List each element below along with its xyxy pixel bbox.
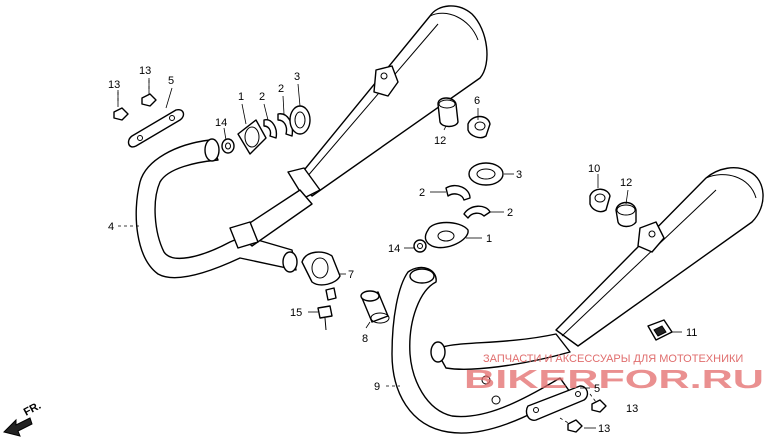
label-12-b: 12: [620, 177, 632, 189]
label-1-mid: 1: [486, 233, 492, 245]
lower-muffler-assembly: [391, 167, 764, 434]
collar-2-mid-a: [445, 184, 471, 201]
bracket-5-top: [127, 108, 185, 148]
collar-2-top-a: [263, 119, 278, 139]
upper-small-parts: [113, 80, 491, 331]
label-13-b: 13: [139, 65, 151, 77]
bolt-13-a: [113, 92, 129, 121]
part-labels: 13 13 5 1 2 2 3 14 4 7 15 8 12 6 3 2 2 1…: [108, 65, 697, 435]
label-2-top-b: 2: [278, 83, 284, 95]
label-1-top: 1: [238, 91, 244, 103]
label-2-mid-a: 2: [419, 187, 425, 199]
watermark-logo: BIKERFOR.RU: [464, 364, 764, 394]
collar-10: [589, 188, 611, 213]
middle-small-parts: [413, 162, 673, 341]
label-13-c: 13: [626, 403, 638, 415]
bolt-15: [317, 305, 333, 331]
lower-muffler-body: [555, 167, 764, 347]
upper-muffler-body: [295, 5, 488, 197]
watermark: ЗАПЧАСТИ И АКСЕССУАРЫ ДЛЯ МОТОТЕХНИКИ BI…: [464, 353, 764, 394]
flange-1-top: [237, 119, 267, 155]
label-14-mid: 14: [388, 243, 400, 255]
label-15: 15: [290, 307, 302, 319]
label-5-bot: 5: [594, 383, 600, 395]
label-13-d: 13: [598, 423, 610, 435]
label-6: 6: [474, 95, 480, 107]
label-3-mid: 3: [516, 169, 522, 181]
label-7: 7: [348, 269, 354, 281]
bolt-13-d: [559, 417, 583, 433]
gasket-3-mid: [468, 162, 504, 186]
front-arrow-icon: [3, 417, 33, 437]
label-13-a: 13: [108, 79, 120, 91]
bolt-13-c: [589, 393, 607, 413]
upper-muffler-assembly: [135, 5, 488, 279]
upper-muffler-hanger: [373, 65, 399, 97]
sleeve-8: [360, 290, 390, 324]
clamp-7: [301, 251, 341, 301]
bracket-5-bottom: [525, 385, 589, 421]
flange-1-mid: [424, 221, 469, 249]
grommet-12-a: [437, 97, 459, 128]
label-2-top-a: 2: [259, 91, 265, 103]
label-9: 9: [374, 381, 380, 393]
clip-nut-11: [647, 319, 673, 341]
leader-lines: [117, 78, 682, 429]
label-14-top: 14: [215, 117, 227, 129]
label-4: 4: [108, 221, 114, 233]
label-3-top: 3: [294, 71, 300, 83]
label-8: 8: [362, 333, 368, 345]
label-5-top: 5: [168, 75, 174, 87]
label-10: 10: [588, 163, 600, 175]
label-11: 11: [686, 327, 697, 339]
collar-2-top-b: [277, 113, 294, 137]
collar-2-mid-b: [463, 205, 491, 219]
grommet-12-b: [615, 201, 637, 228]
label-12-a: 12: [434, 135, 446, 147]
nut-14-top: [221, 138, 235, 154]
collar-6: [467, 115, 491, 139]
lower-exhaust-pipe: [391, 266, 571, 434]
front-direction-label: FR.: [22, 400, 43, 419]
nut-14-mid: [413, 239, 427, 253]
front-direction-marker: FR.: [3, 400, 43, 437]
gasket-3-top: [289, 105, 311, 135]
watermark-caption: ЗАПЧАСТИ И АКСЕССУАРЫ ДЛЯ МОТОТЕХНИКИ: [483, 353, 743, 365]
label-2-mid-b: 2: [507, 207, 513, 219]
